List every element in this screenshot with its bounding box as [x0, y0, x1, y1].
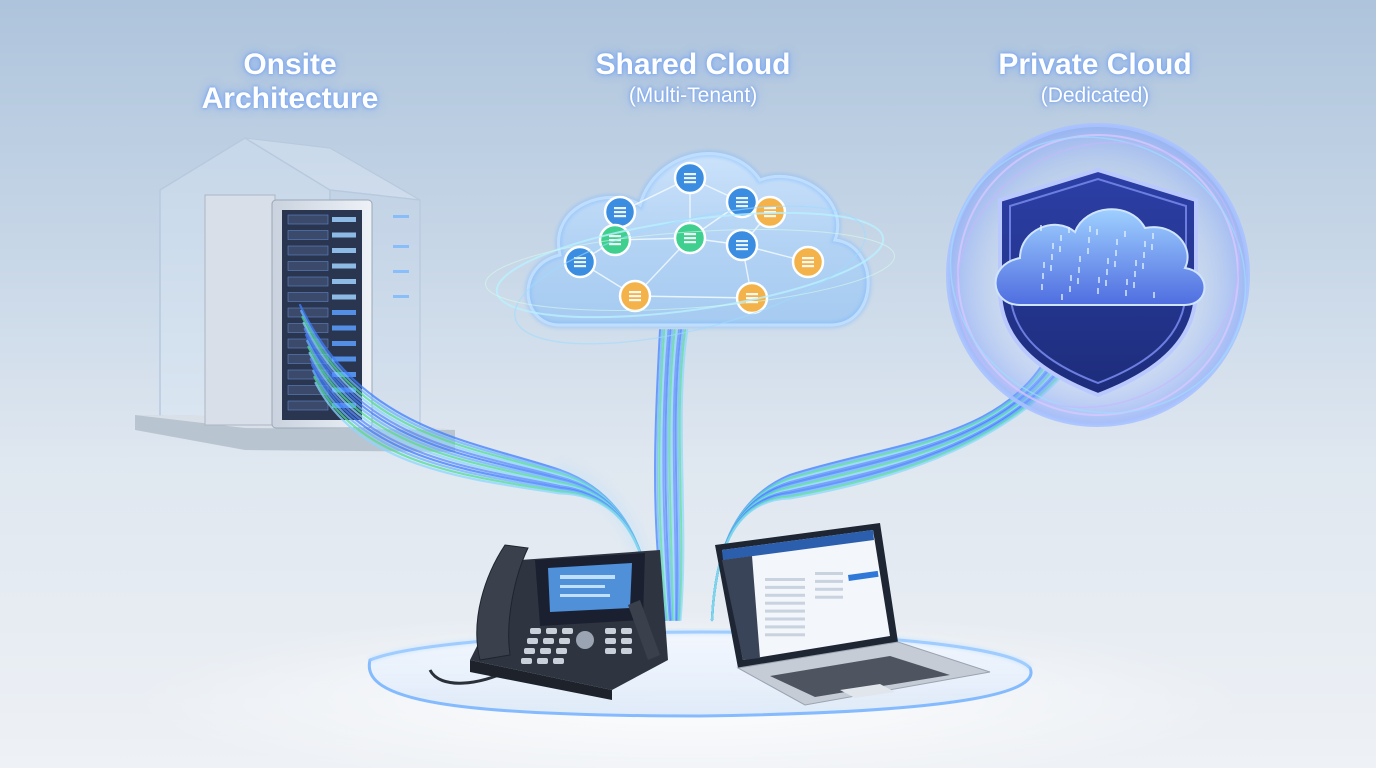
server-rack-icon: [135, 137, 455, 452]
shared-cloud-heading: Shared Cloud: [595, 48, 791, 81]
laptop-icon: [715, 523, 991, 706]
shared-cloud-subtitle: (Multi-Tenant): [628, 84, 758, 107]
onsite-title: Onsite Architecture: [160, 48, 420, 116]
private-cloud-subtitle: (Dedicated): [1040, 84, 1150, 107]
private-cloud-title: Private Cloud (Dedicated): [945, 48, 1245, 110]
onsite-title-line2: Architecture: [201, 82, 379, 115]
onsite-title-line1: Onsite: [243, 48, 337, 81]
desk-phone-icon: [428, 544, 668, 700]
shield-cloud-icon: [946, 123, 1250, 427]
shared-cloud-title: Shared Cloud (Multi-Tenant): [543, 48, 843, 110]
private-cloud-heading: Private Cloud: [998, 48, 1192, 81]
cloud-network-icon: [484, 150, 896, 345]
